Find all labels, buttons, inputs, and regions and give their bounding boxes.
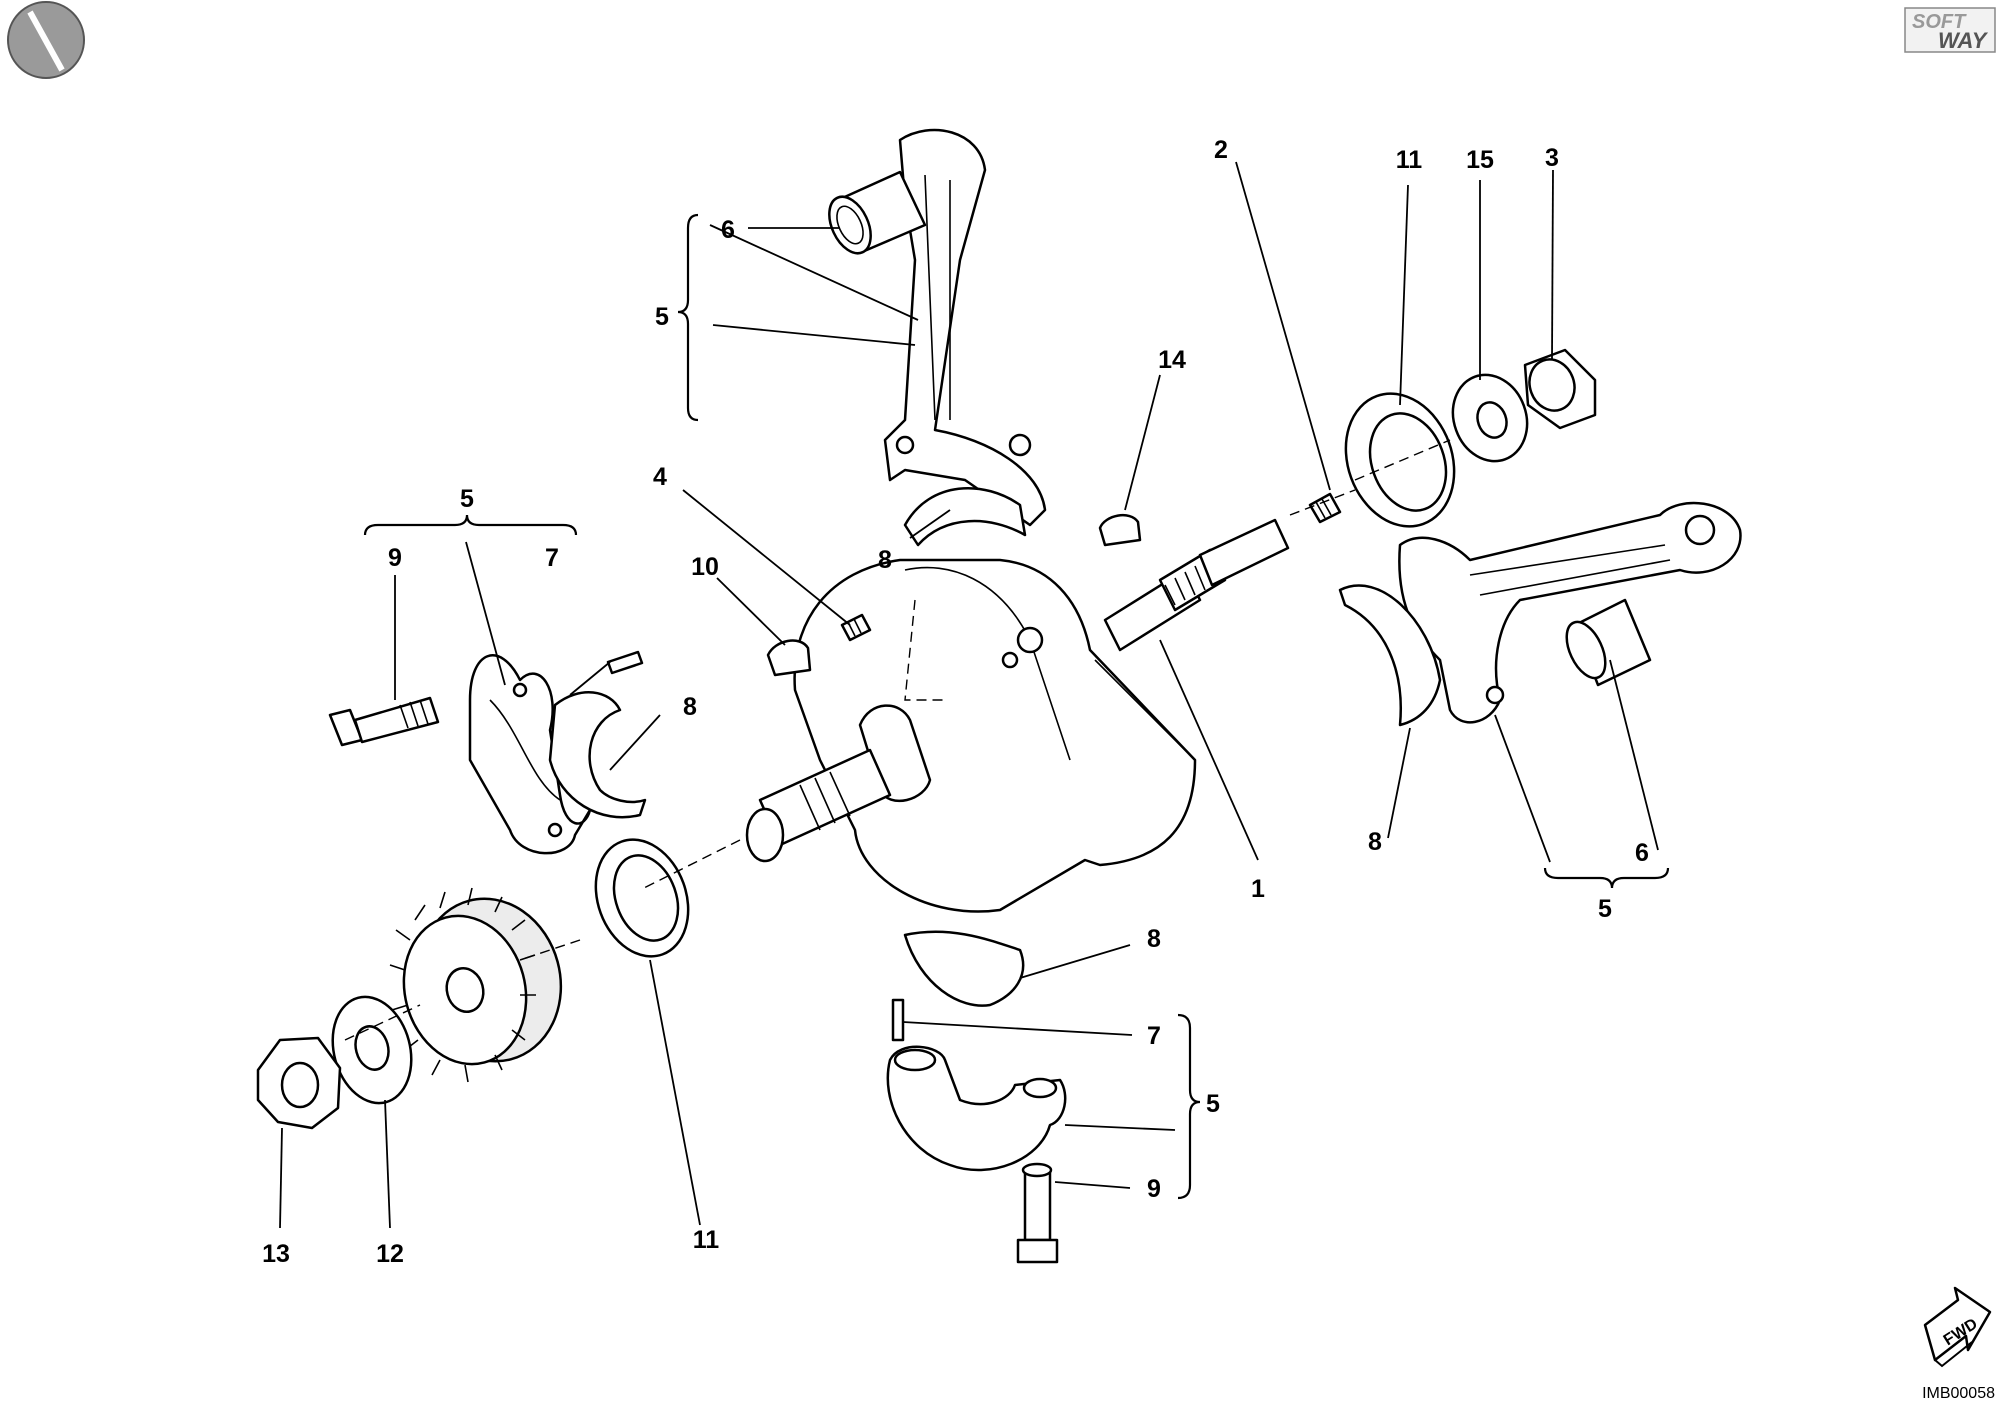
callout-11-bottom: 11 bbox=[693, 1226, 720, 1254]
callout-11-top: 11 bbox=[1396, 146, 1423, 174]
woodruff-key-left bbox=[766, 639, 812, 677]
callout-12: 12 bbox=[376, 1240, 404, 1268]
callout-14: 14 bbox=[1158, 346, 1186, 374]
callout-7-bottom: 7 bbox=[1147, 1022, 1161, 1050]
disc-logo-icon bbox=[7, 1, 85, 79]
rod-cap-left bbox=[468, 654, 592, 855]
callout-6-right: 6 bbox=[1635, 839, 1649, 867]
washer-right bbox=[1451, 373, 1529, 463]
callout-8-bottom: 8 bbox=[1147, 925, 1161, 953]
gear-washer bbox=[331, 995, 413, 1105]
crankshaft bbox=[745, 518, 1290, 913]
callout-6-top: 6 bbox=[721, 216, 735, 244]
callout-1: 1 bbox=[1251, 875, 1265, 903]
timing-gear bbox=[389, 887, 563, 1083]
bearing-shell-upper bbox=[903, 487, 1027, 547]
callout-3: 3 bbox=[1545, 144, 1559, 172]
callout-5-bottom: 5 bbox=[1206, 1090, 1220, 1118]
small-end-bush-right bbox=[1565, 598, 1652, 687]
bearing-shell-left bbox=[548, 691, 647, 819]
callout-9-bottom: 9 bbox=[1147, 1175, 1161, 1203]
woodruff-key-upper bbox=[1098, 513, 1142, 547]
callout-4: 4 bbox=[653, 463, 667, 491]
callout-labels: 1 2 3 4 5 5 5 5 6 6 7 7 8 8 8 8 9 9 10 1… bbox=[262, 136, 1649, 1268]
callout-10: 10 bbox=[691, 553, 719, 581]
dowel-pin-lower bbox=[891, 998, 905, 1042]
shim-washer-left bbox=[594, 838, 690, 958]
callout-7-left: 7 bbox=[545, 544, 559, 572]
callout-15: 15 bbox=[1466, 146, 1494, 174]
bearing-shell-right bbox=[1338, 584, 1442, 727]
callout-5-left: 5 bbox=[460, 485, 474, 513]
callout-8-top: 8 bbox=[878, 546, 892, 574]
cap-bolt-lower bbox=[1016, 1162, 1059, 1264]
gear-nut bbox=[256, 1036, 342, 1130]
dowel-pin-left bbox=[606, 650, 644, 675]
cap-bolt-left bbox=[328, 696, 440, 747]
nut-right bbox=[1523, 348, 1597, 430]
callout-5-right: 5 bbox=[1598, 895, 1612, 923]
callout-8-left: 8 bbox=[683, 693, 697, 721]
softway-logo: SOFT WAY bbox=[1904, 7, 1996, 53]
grub-screw-left bbox=[840, 613, 872, 642]
reference-code: IMB00058 bbox=[1922, 1385, 1995, 1402]
grub-screw-right bbox=[1308, 492, 1342, 524]
callout-2: 2 bbox=[1214, 136, 1228, 164]
shim-washer-right bbox=[1344, 392, 1456, 528]
callout-5-top: 5 bbox=[655, 303, 669, 331]
rod-cap-lower bbox=[886, 1045, 1067, 1172]
leader-lines bbox=[279, 161, 1670, 1229]
fwd-arrow-icon: FWD bbox=[1923, 1286, 1992, 1368]
connecting-rod-right bbox=[1398, 501, 1742, 724]
bearing-shell-lower bbox=[903, 930, 1025, 1007]
softway-logo-line2: WAY bbox=[1938, 28, 1989, 53]
small-end-bush-upper bbox=[828, 170, 927, 255]
callout-9-left: 9 bbox=[388, 544, 402, 572]
callout-8-right: 8 bbox=[1368, 828, 1382, 856]
softway-logo-line1: SOFT bbox=[1912, 11, 1967, 33]
callout-13: 13 bbox=[262, 1240, 290, 1268]
connecting-rod-upper bbox=[883, 128, 1047, 527]
